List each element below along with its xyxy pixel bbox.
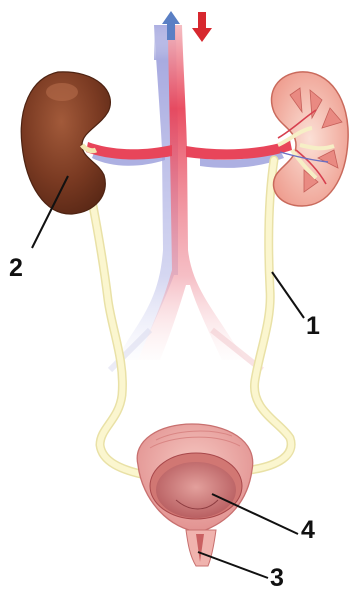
label-bladder: 4	[301, 518, 315, 543]
aorta	[86, 25, 292, 370]
label-urethra: 3	[270, 566, 284, 591]
blood-flow-arrows	[162, 11, 212, 42]
kidney-right	[272, 72, 349, 206]
label-kidney: 2	[9, 256, 23, 281]
vena-cava	[92, 25, 284, 360]
label-ureter: 1	[306, 314, 320, 339]
leader-line-1	[272, 272, 304, 318]
kidney-left	[21, 72, 110, 214]
artery-flow-down-arrow	[192, 12, 212, 42]
bladder	[137, 424, 253, 566]
